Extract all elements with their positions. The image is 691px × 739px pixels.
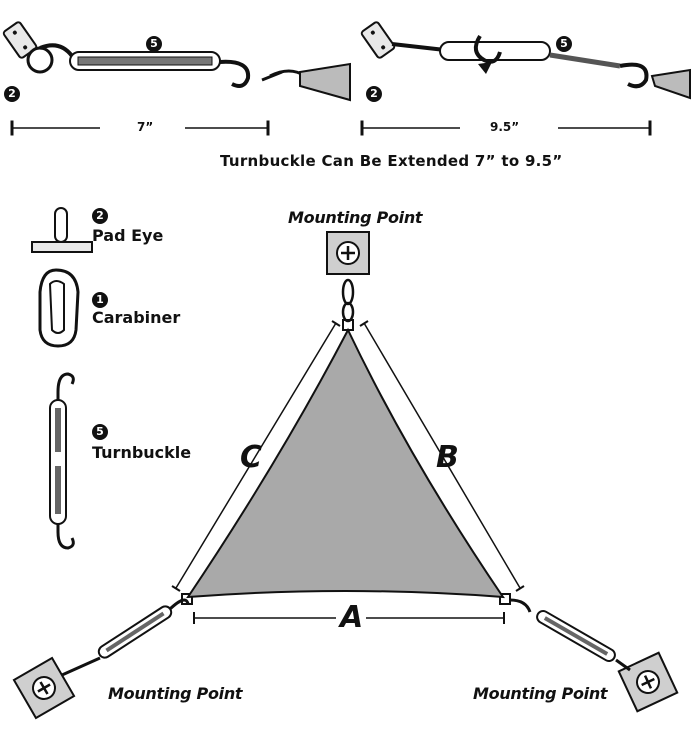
pad-eye-icon [31, 207, 93, 253]
rotate-arrowhead-icon [478, 62, 492, 74]
legend-label-turnbuckle: Turnbuckle [92, 443, 192, 462]
mounting-box-top [326, 231, 370, 275]
side-b-line [363, 322, 521, 589]
turnbuckle-retracted-illustration [2, 21, 351, 102]
carabiner-icon [38, 268, 80, 348]
carabiner-link-icon [261, 69, 306, 82]
hook-icon [39, 43, 74, 58]
legend-label-pad-eye: Pad Eye [92, 226, 164, 245]
badge-turnbuckle-right: 5 [556, 36, 572, 52]
mounting-point-label-left: Mounting Point [108, 684, 243, 703]
legend-num-carabiner: 1 [92, 292, 108, 308]
side-label-c: C [240, 440, 263, 475]
turnbuckle-body-icon [439, 41, 551, 61]
turnbuckle-extended-illustration [360, 21, 691, 100]
shade-sail-triangle [186, 327, 505, 599]
pad-eye-plate-icon [360, 21, 396, 59]
legend-label-carabiner: Carabiner [92, 308, 181, 327]
mounting-box-right [617, 651, 679, 713]
mounting-point-label-right: Mounting Point [473, 684, 608, 703]
mounting-box-left [12, 656, 76, 720]
badge-turnbuckle-left: 5 [146, 36, 162, 52]
badge-pad-eye-right: 2 [366, 86, 382, 102]
sail-corner-icon [299, 62, 351, 102]
length-extended: 9.5” [490, 120, 520, 134]
side-label-a: A [340, 600, 364, 635]
right-turnbuckle-chain [499, 593, 631, 672]
side-label-b: B [436, 440, 459, 475]
sail-corner-icon [650, 68, 691, 100]
legend-num-turnbuckle: 5 [92, 424, 108, 440]
legend-num-pad-eye: 2 [92, 208, 108, 224]
extension-caption: Turnbuckle Can Be Extended 7” to 9.5” [220, 152, 563, 170]
pad-eye-plate-icon [2, 21, 38, 59]
badge-pad-eye-left: 2 [4, 86, 20, 102]
rotate-arrow-icon [473, 34, 502, 64]
threaded-rod-icon [391, 42, 446, 52]
hook-icon [619, 62, 649, 89]
turnbuckle-icon [49, 372, 75, 550]
mounting-point-label-top: Mounting Point [288, 208, 423, 227]
turnbuckle-body-icon [69, 51, 221, 71]
side-c-line [175, 322, 337, 589]
top-carabiner-chain [341, 278, 355, 331]
left-turnbuckle-chain [61, 593, 193, 677]
length-retracted: 7” [137, 120, 154, 134]
pad-eye-ring-icon [26, 46, 54, 74]
hook-icon [219, 59, 251, 88]
threaded-rod-icon [549, 52, 621, 69]
